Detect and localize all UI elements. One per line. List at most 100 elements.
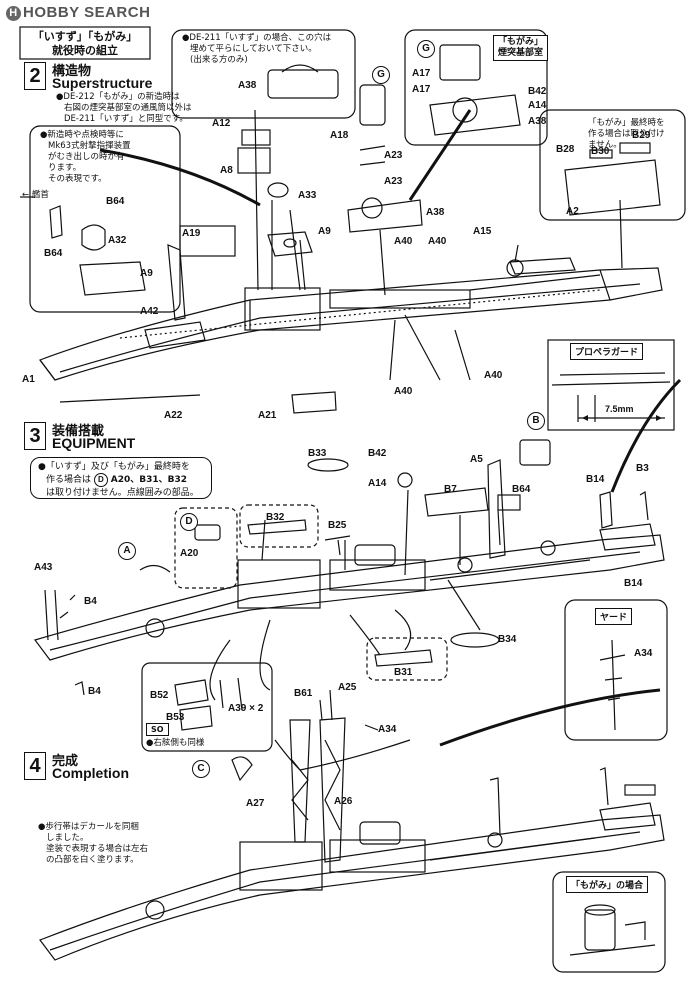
part-label: B28 [556, 144, 575, 155]
marker-g-inset: G [417, 40, 435, 58]
note-mk63-l2: Mk63式射撃指揮装置 [48, 141, 131, 151]
part-label: B61 [294, 688, 313, 699]
part-label: A25 [338, 682, 357, 693]
part-label: A1 [22, 374, 35, 385]
part-label: A9 [318, 226, 331, 237]
part-label: B52 [150, 690, 169, 701]
part-label: A9 [140, 268, 153, 279]
part-label: A38 [426, 207, 445, 218]
multiplier-label: A39 × 2 [228, 703, 264, 714]
note-de212-l2: 右図の煙突基部室の通風筒以外は [64, 103, 192, 113]
part-label: B4 [84, 596, 97, 607]
note-mogami-fit-l2: 作る場合は取り付け [588, 129, 665, 139]
logo-mark: H [6, 6, 21, 21]
hull-step2 [39, 257, 663, 403]
part-label: A18 [330, 130, 349, 141]
part-label: A5 [470, 454, 483, 465]
step-4-number: 4 [24, 752, 46, 780]
part-label: B3 [636, 463, 649, 474]
note-equip: ●「いすず」及び「もがみ」最終時を 作る場合は D A20、B31、B32 は取… [38, 461, 199, 499]
prop-guard-label: プロペラガード [570, 343, 644, 360]
funnel-room-tag: 「もがみ」 煙突基部室 [493, 35, 549, 61]
header-line-1: 「いすず」「もがみ」 [32, 30, 138, 43]
header-title: 「いすず」「もがみ」 就役時の組立 [22, 30, 148, 58]
header-line-2: 就役時の組立 [52, 44, 118, 57]
hull-step4 [39, 717, 665, 961]
part-label: B42 [368, 448, 387, 459]
step-3-en: EQUIPMENT [52, 435, 136, 451]
part-label: A33 [298, 190, 317, 201]
part-label: A22 [164, 410, 183, 421]
note-de211-l3: (出来る方のみ) [190, 55, 248, 65]
note-mogami-fit-l1: 「もがみ」最終時を [588, 118, 665, 128]
part-label: A42 [140, 306, 159, 317]
part-label: A2 [566, 206, 579, 217]
step-2-jp: 構造物 [52, 64, 92, 79]
part-label: B4 [88, 686, 101, 697]
marker-g-main: G [372, 66, 390, 84]
step-3-jp: 装備搭載 [52, 424, 105, 439]
part-label: A23 [384, 176, 403, 187]
note-starboard: ●右舷側も同様 [146, 738, 205, 748]
step-2-en: Superstructure [52, 75, 153, 91]
part-label: B31 [394, 667, 413, 678]
part-label: A32 [108, 235, 127, 246]
note-mk63-l4: ります。 [48, 163, 82, 173]
note-mogami-fit-l3: ません。 [588, 140, 622, 150]
note-de212: ●DE-212「もがみ」の新造時は 右図の煙突基部室の通風筒以外は DE-211… [56, 92, 192, 125]
yard-label: ヤード [595, 608, 633, 625]
part-label: B34 [498, 634, 517, 645]
part-label: A40 [484, 370, 503, 381]
part-label: A26 [334, 796, 353, 807]
part-a38-top [267, 69, 339, 99]
note-mk63-l5: その表現です。 [48, 174, 107, 184]
marker-c: C [192, 760, 210, 778]
note-mogami-fit: 「もがみ」最終時を 作る場合は取り付け ません。 [588, 118, 665, 151]
note-mk63: ●新造時や点検時等に Mk63式射撃指揮装置 がむき出しの時が有 ります。 その… [40, 130, 131, 185]
note-de212-l3: DE-211「いすず」と同型です。 [64, 114, 188, 124]
part-label: A34 [634, 648, 653, 659]
marker-d-part: D [180, 513, 198, 531]
equip-note-frame [30, 457, 212, 499]
marker-d-note: D [93, 473, 108, 487]
step-4-jp: 完成 [52, 754, 79, 769]
hull-step3 [34, 523, 665, 661]
part-label: A40 [394, 236, 413, 247]
so-badge: SO [146, 723, 169, 736]
part-label: A23 [384, 150, 403, 161]
step-4-en: Completion [52, 765, 129, 781]
note-walkway-l4: の凸部を白く塗ります。 [46, 855, 139, 865]
note-equip-l2a: 作る場合は [46, 475, 92, 485]
note-de211-l2: 埋めて平らにしておいて下さい。 [190, 44, 317, 54]
header-frame [19, 26, 151, 60]
part-label: A20 [180, 548, 199, 559]
mogami-case-label: 「もがみ」の場合 [566, 876, 649, 893]
step-2-number: 2 [24, 62, 46, 90]
bow-label: ← 艦首 [22, 190, 49, 200]
part-label: B42 [528, 86, 547, 97]
part-label: B64 [44, 248, 63, 259]
part-label: A38 [238, 80, 257, 91]
part-label: A14 [368, 478, 387, 489]
note-mk63-l1: ●新造時や点検時等に [40, 130, 124, 140]
note-de211-l1: ●DE-211「いすず」の場合、この穴は [182, 33, 332, 43]
part-label: B29 [632, 130, 651, 141]
note-walkway-l3: 塗装で表現する場合は左右 [46, 844, 149, 854]
part-label: B32 [266, 512, 285, 523]
note-mk63-l3: がむき出しの時が有 [48, 152, 125, 162]
part-label: A21 [258, 410, 277, 421]
note-de211: ●DE-211「いすず」の場合、この穴は 埋めて平らにしておいて下さい。 (出来… [182, 33, 331, 66]
part-label: B33 [308, 448, 327, 459]
part-label: B25 [328, 520, 347, 531]
marker-a: A [118, 542, 136, 560]
part-label: A19 [182, 228, 201, 239]
note-walkway: ●歩行帯はデカールを同梱 しました。 塗装で表現する場合は左右 の凸部を白く塗り… [38, 822, 148, 866]
part-label: A17 [412, 68, 431, 79]
note-walkway-l2: しました。 [46, 833, 89, 843]
part-label: A12 [212, 118, 231, 129]
part-label: A14 [528, 100, 547, 111]
funnel-room-l2: 煙突基部室 [498, 48, 544, 58]
part-label: A27 [246, 798, 265, 809]
